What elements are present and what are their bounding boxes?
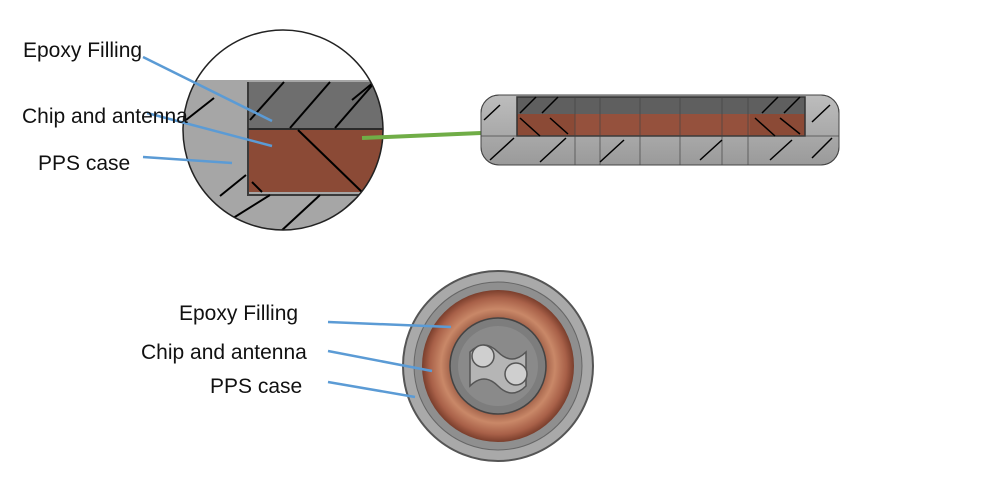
bottom-label-chip-and-antenna: Chip and antenna	[141, 341, 307, 364]
magnified-cross-section	[182, 29, 384, 231]
capsule-hatching	[483, 96, 833, 163]
disc-chip-pin-right	[504, 362, 528, 386]
leader-lines	[142, 55, 452, 399]
capsule-epoxy-filling	[517, 97, 805, 115]
top-epoxy-leader	[142, 55, 273, 123]
top-label-epoxy-filling: Epoxy Filling	[23, 39, 142, 62]
mag-chip-and-antenna	[249, 130, 383, 192]
disc-chip-and-antenna	[449, 317, 547, 415]
capsule-cross-section	[480, 94, 840, 166]
bottom-label-epoxy-filling: Epoxy Filling	[179, 302, 298, 325]
end-view-disc	[402, 270, 594, 462]
mag-hatching	[185, 81, 376, 230]
bottom-label-pps-case: PPS case	[210, 375, 302, 398]
disc-chip-pin-left	[471, 344, 495, 368]
top-chip-leader	[146, 111, 273, 148]
top-pps-leader	[142, 155, 233, 165]
bottom-chip-leader	[327, 349, 433, 373]
zoom-connector-line	[361, 131, 482, 140]
top-label-chip-and-antenna: Chip and antenna	[22, 105, 188, 128]
capsule-segment-lines	[481, 97, 839, 165]
bottom-epoxy-leader	[327, 320, 452, 329]
bottom-pps-leader	[327, 380, 416, 399]
top-label-pps-case: PPS case	[38, 152, 130, 175]
